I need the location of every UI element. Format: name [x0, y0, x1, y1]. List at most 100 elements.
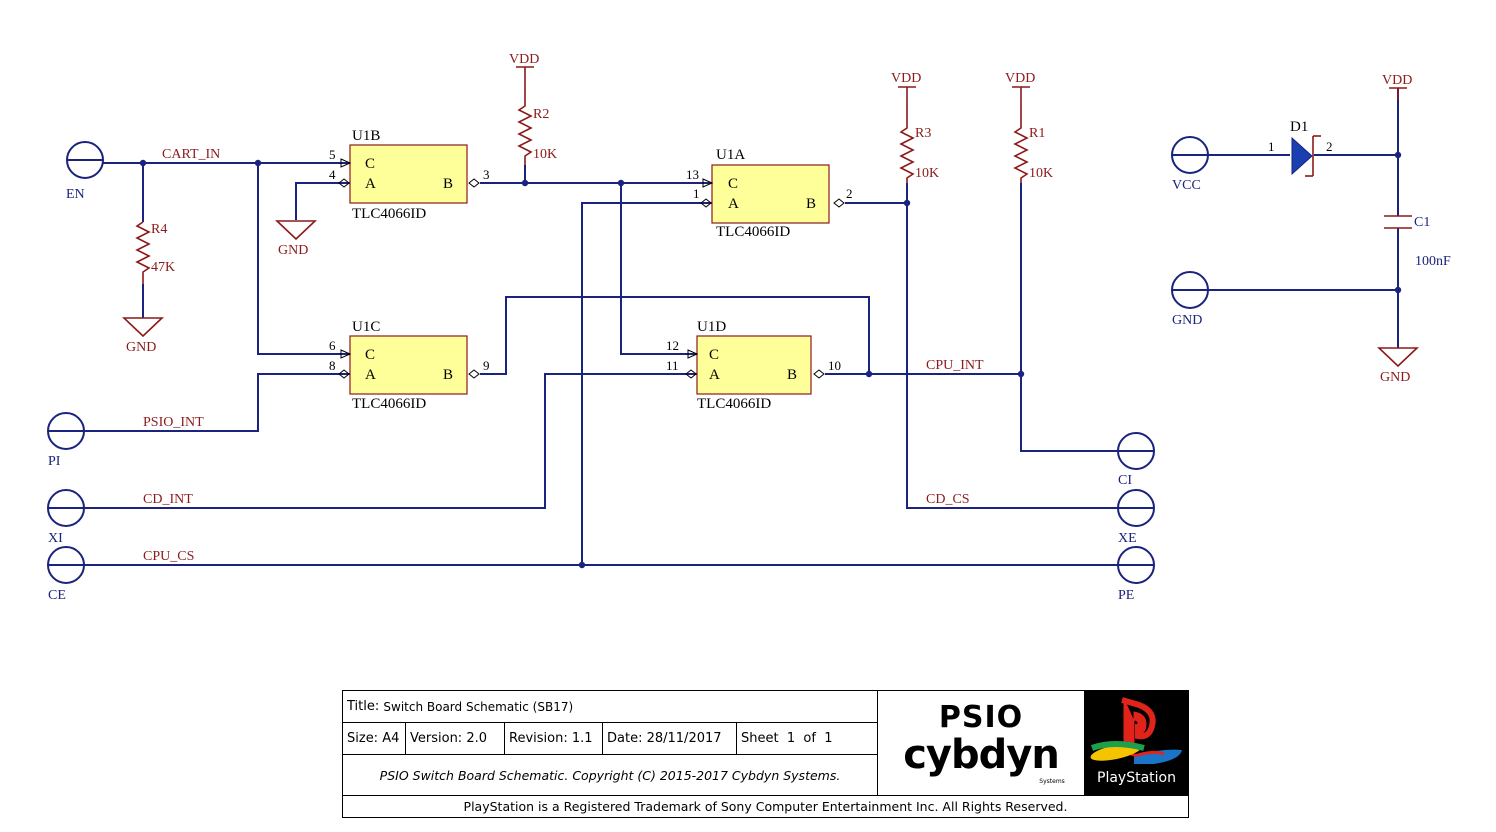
sheet-label: Sheet [741, 731, 779, 746]
port-pi: PI [47, 412, 85, 469]
port-xe: XE [1117, 489, 1155, 546]
vdd-label: VDD [891, 71, 921, 86]
date-label: Date: [607, 731, 643, 746]
port-vcc-label: VCC [1172, 178, 1201, 193]
port-ce-label: CE [48, 588, 66, 603]
resistor-r4-value: 47K [151, 260, 175, 275]
port-ci: CI [1117, 432, 1155, 488]
copyright-text: PSIO Switch Board Schematic. Copyright (… [379, 767, 841, 783]
gnd-symbol-u1b: GND [274, 220, 318, 258]
size-cell: Size: A4 [342, 722, 406, 755]
wires [84, 88, 1399, 566]
title-label: Title: [347, 699, 380, 714]
diode-d1-pin-2: 2 [1326, 139, 1333, 154]
resistor-r2: R2 10K [517, 86, 557, 165]
ic-u1c-pin-8: 8 [329, 358, 336, 373]
logo-cell: PSIO cybdyn Systems [877, 690, 1085, 796]
ic-u1d-pin-10: 10 [828, 358, 841, 373]
cybdyn-systems-text: Systems [1039, 778, 1065, 785]
vdd-label: VDD [1005, 71, 1035, 86]
sheet-cell: Sheet 1 of 1 [736, 722, 878, 755]
port-gnd: GND [1171, 271, 1209, 328]
ic-u1b-pin-b-name: B [443, 176, 453, 192]
resistor-r1-value: 10K [1029, 166, 1053, 181]
ic-u1b-pin-4: 4 [329, 167, 336, 182]
port-ci-label: CI [1118, 473, 1132, 488]
ic-u1b-pin-a-name: A [365, 176, 376, 192]
revision-cell: Revision: 1.1 [504, 722, 603, 755]
port-xe-label: XE [1118, 531, 1137, 546]
port-xi: XI [47, 489, 85, 546]
resistor-r1-ref: R1 [1029, 126, 1045, 141]
resistor-r3-value: 10K [915, 166, 939, 181]
gnd-symbol-c1: GND [1376, 347, 1420, 385]
ic-u1c-pin-a-name: A [365, 367, 376, 383]
gnd-label: GND [126, 340, 156, 355]
revision-label: Revision: [509, 731, 568, 746]
port-en: EN [66, 141, 104, 202]
title-cell: Title: Switch Board Schematic (SB17) [342, 690, 878, 723]
ic-u1c-pin-9: 9 [483, 358, 490, 373]
version-value: 2.0 [466, 731, 488, 746]
diode-d1-ref: D1 [1290, 119, 1308, 135]
resistor-r3-ref: R3 [915, 126, 931, 141]
resistor-r2-value: 10K [533, 147, 557, 162]
sheet-total: 1 [824, 731, 833, 746]
ic-u1c: U1C TLC4066ID C A B 6 8 9 [329, 319, 490, 412]
resistor-r2-ref: R2 [533, 107, 549, 122]
vdd-symbol-r3: VDD [891, 71, 921, 106]
ic-u1b-pin-c-name: C [365, 156, 375, 172]
gnd-label: GND [1380, 370, 1410, 385]
port-pi-label: PI [48, 454, 61, 469]
resistor-r4-ref: R4 [151, 222, 167, 237]
playstation-logo-icon [1090, 697, 1182, 764]
ic-u1a-pin-13: 13 [686, 167, 699, 182]
port-xi-label: XI [48, 531, 63, 546]
ic-u1d-part: TLC4066ID [697, 396, 771, 412]
net-label-cpu-cs: CPU_CS [143, 549, 194, 564]
ic-u1d-pin-a-name: A [709, 367, 720, 383]
ic-u1a-part: TLC4066ID [716, 224, 790, 240]
vdd-symbol-r1: VDD [1005, 71, 1035, 106]
ic-u1d-pin-12: 12 [666, 338, 679, 353]
ic-u1c-pin-6: 6 [329, 338, 336, 353]
sheet-value: 1 [786, 731, 796, 746]
ic-u1a-ref: U1A [716, 147, 745, 163]
gnd-label: GND [278, 243, 308, 258]
ic-u1c-part: TLC4066ID [352, 396, 426, 412]
net-label-cd-int: CD_INT [143, 492, 193, 507]
title-block: Title: Switch Board Schematic (SB17) Siz… [342, 690, 1189, 818]
ic-u1a-pin-b-name: B [806, 196, 816, 212]
junctions [139, 151, 1402, 569]
ic-u1b-pin-3: 3 [483, 167, 490, 182]
ic-u1d-pin-11: 11 [666, 358, 679, 373]
ic-u1c-pin-c-name: C [365, 347, 375, 363]
title-value: Switch Board Schematic (SB17) [383, 699, 574, 714]
port-ce: CE [47, 546, 85, 603]
ic-u1b-pin-5: 5 [329, 147, 336, 162]
capacitor-c1-value: 100nF [1415, 254, 1451, 269]
capacitor-c1: C1 100nF [1384, 215, 1451, 269]
resistor-r1: R1 10K [1013, 106, 1053, 183]
ic-u1c-ref: U1C [352, 319, 380, 335]
cybdyn-logo: cybdyn [903, 732, 1060, 778]
playstation-logo-cell: PlayStation [1084, 690, 1189, 796]
ic-u1a-pin-a-name: A [728, 196, 739, 212]
size-label: Size: [347, 731, 379, 746]
ic-u1b-ref: U1B [352, 128, 380, 144]
resistor-r3: R3 10K [899, 106, 939, 183]
ic-u1a: U1A TLC4066ID C A B 13 1 2 [686, 147, 853, 240]
net-label-cd-cs: CD_CS [926, 492, 970, 507]
size-value: A4 [382, 731, 400, 746]
vdd-symbol-r2: VDD [509, 52, 539, 86]
ic-u1b-part: TLC4066ID [352, 206, 426, 222]
gnd-symbol-r4: GND [121, 317, 165, 355]
vdd-label: VDD [1382, 73, 1412, 88]
capacitor-c1-ref: C1 [1414, 215, 1430, 230]
port-vcc: VCC [1171, 136, 1209, 193]
date-cell: Date: 28/11/2017 [602, 722, 737, 755]
copyright-cell: PSIO Switch Board Schematic. Copyright (… [342, 754, 878, 796]
ic-u1c-pin-b-name: B [443, 367, 453, 383]
revision-value: 1.1 [571, 731, 593, 746]
